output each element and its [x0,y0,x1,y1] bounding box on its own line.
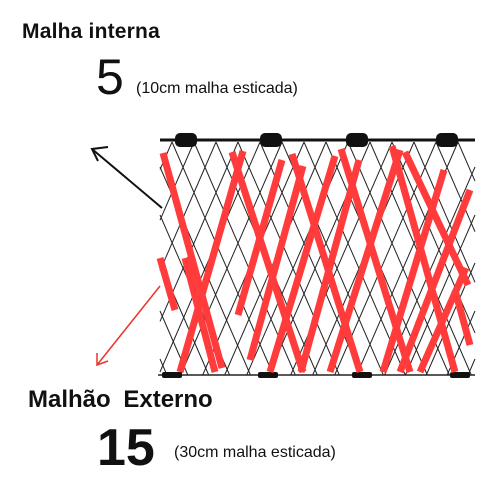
inner-mesh-line [404,214,476,376]
outer-mesh-line [416,266,470,374]
float-icon [260,133,282,147]
outer-mesh-line [234,159,286,316]
outer-mesh-line [451,289,474,346]
outer-mesh-line [388,145,459,373]
outer-mesh-title: Malhão Externo [28,386,213,413]
inner-mesh-line [457,141,476,182]
outer-mesh-line [266,154,339,374]
inner-mesh-title: Malha interna [22,20,160,43]
sinker-icon [450,372,470,378]
sinker-icon [162,372,182,378]
inner-mesh-line [159,141,195,221]
outer-mesh-line [379,168,448,374]
outer-mesh-line [246,165,307,361]
outer-mesh-line [297,159,363,373]
outer-mesh-line [228,150,307,374]
outer-mesh-description: (30cm malha esticada) [174,444,336,461]
inner-mesh-line [180,141,283,376]
sinker-icon [352,372,372,378]
outer-mesh-line [181,257,219,373]
inner-mesh-line [435,141,476,232]
inner-mesh-number: 5 [96,49,124,105]
outer-mesh-line [326,148,404,374]
outer-mesh-line [176,150,247,373]
inner-mesh-line [413,141,476,283]
outer-mesh-line [288,152,364,374]
inner-mesh-arrow [90,146,163,209]
outer-mesh-number: 15 [97,419,155,477]
inner-mesh-line [303,141,406,376]
inner-mesh-line [467,358,476,376]
outer-mesh-line [401,150,472,287]
outer-mesh-line [156,257,179,311]
float-icon [346,133,368,147]
outer-mesh-line [159,152,226,369]
float-group [175,133,458,147]
outer-mesh-arrow [96,285,161,367]
float-icon [436,133,458,147]
sinker-icon [258,372,278,378]
float-icon [175,133,197,147]
inner-mesh-line [159,141,217,271]
inner-mesh-description: (10cm malha esticada) [136,80,298,97]
inner-mesh-line [237,141,340,376]
sinker-group [162,372,470,378]
outer-mesh-lines [156,145,474,374]
outer-mesh-line [396,188,474,374]
